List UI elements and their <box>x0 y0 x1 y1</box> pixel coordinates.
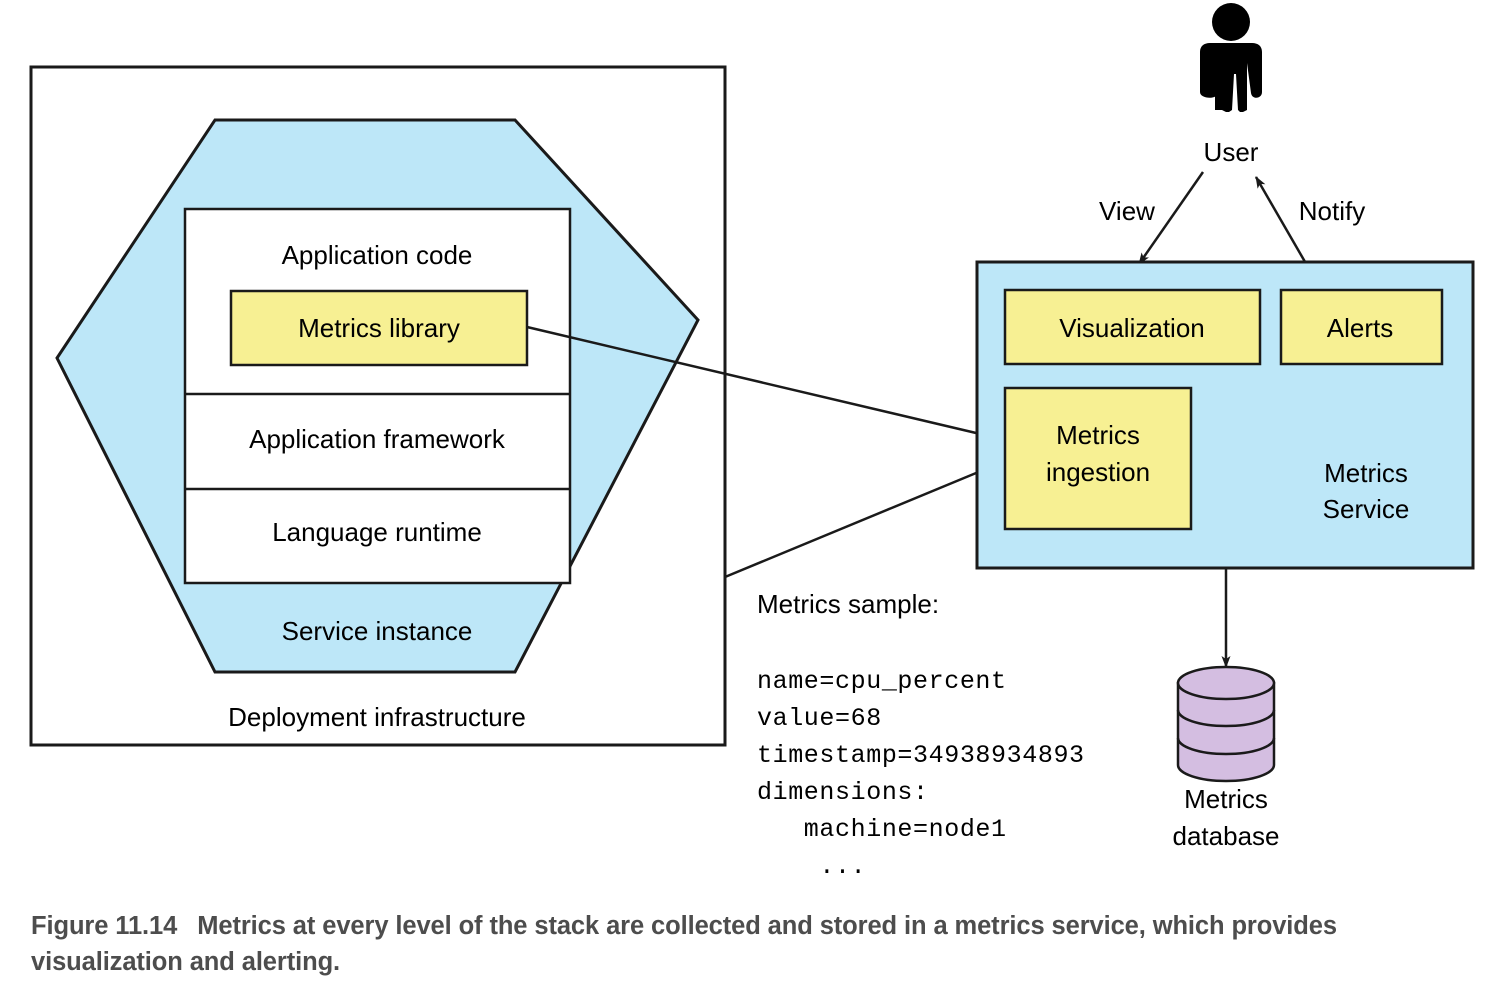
stack-layer-label-application-code: Application code <box>282 240 473 270</box>
stack-layer-label-application-framework: Application framework <box>249 424 506 454</box>
arrow-metrics-library-to-ingestion <box>526 325 994 439</box>
metrics-database-label-line1: Metrics <box>1184 784 1268 814</box>
user-icon <box>1200 3 1262 112</box>
metrics-library-box[interactable] <box>229 289 529 367</box>
metrics-service-group: Visualization Alerts Metrics ingestion M… <box>975 260 1475 570</box>
alerts-label: Alerts <box>1327 313 1393 343</box>
service-instance-label: Service instance <box>282 616 473 646</box>
metrics-sample-line-1: value=68 <box>757 704 882 733</box>
metrics-database-group: Metrics database <box>1173 665 1280 851</box>
stack-container <box>183 207 572 585</box>
metrics-sample-line-3: dimensions: <box>757 778 929 807</box>
stack-layer-label-language-runtime: Language runtime <box>272 517 482 547</box>
metrics-service-label-line2: Service <box>1323 494 1410 524</box>
arrow-view <box>1137 171 1205 265</box>
metrics-sample-line-2: timestamp=34938934893 <box>757 741 1085 770</box>
metrics-sample-line-4: machine=node1 <box>757 815 1007 844</box>
metrics-library-label: Metrics library <box>298 313 460 343</box>
figure-caption-number: Figure 11.14 <box>31 912 178 940</box>
metrics-ingestion-box[interactable] <box>1003 386 1193 531</box>
visualization-box[interactable] <box>1003 288 1262 366</box>
notify-arrow-label: Notify <box>1299 196 1365 226</box>
database-cylinder-icon <box>1176 665 1276 783</box>
arrow-infrastructure-to-ingestion <box>724 464 994 579</box>
alerts-box[interactable] <box>1279 288 1444 366</box>
view-arrow-label: View <box>1099 196 1155 226</box>
visualization-label: Visualization <box>1059 313 1205 343</box>
metrics-sample-line-0: name=cpu_percent <box>757 667 1007 696</box>
user-actor-group: User <box>1200 3 1262 167</box>
deployment-infrastructure-group: Application code Metrics library Applica… <box>29 65 727 747</box>
metrics-sample-group: Metrics sample: name=cpu_percent value=6… <box>757 589 1085 881</box>
metrics-sample-heading: Metrics sample: <box>757 589 939 619</box>
metrics-database-label-line2: database <box>1173 821 1280 851</box>
metrics-ingestion-label-line2: ingestion <box>1046 457 1150 487</box>
metrics-ingestion-label-line1: Metrics <box>1056 420 1140 450</box>
deployment-infrastructure-label: Deployment infrastructure <box>228 702 526 732</box>
metrics-sample-line-5: ... <box>757 852 866 881</box>
metrics-service-label-line1: Metrics <box>1324 458 1408 488</box>
user-label: User <box>1204 137 1259 167</box>
figure-caption-text: Metrics at every level of the stack are … <box>31 912 1337 977</box>
